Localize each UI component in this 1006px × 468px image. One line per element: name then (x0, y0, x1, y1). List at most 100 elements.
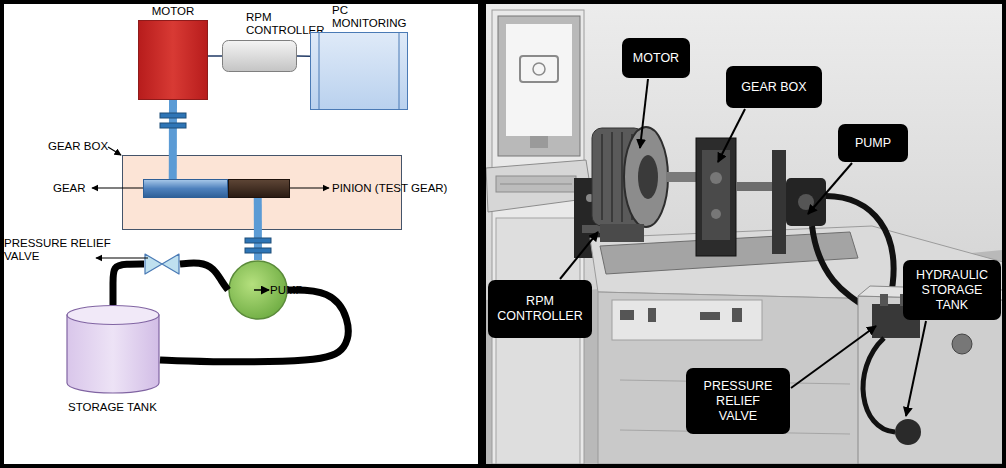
leader-arrow (290, 187, 329, 188)
keyboard (496, 176, 576, 192)
photo-tag: PRESSURE RELIEF VALVE (686, 368, 790, 434)
gearbox-frame (696, 138, 736, 256)
pump-port (798, 194, 814, 210)
bed-plate (600, 232, 858, 274)
leader-arrow (906, 321, 926, 416)
monitor-box-shape (310, 32, 408, 110)
controller-box: RPM CONTROLLER (222, 40, 297, 72)
photo-tag: GEAR BOX (726, 66, 822, 108)
photo-shaft (736, 182, 776, 191)
storage-tank-top (67, 306, 159, 325)
pump-body (786, 178, 826, 226)
cabinet-door (496, 218, 580, 464)
part-label: GEAR BOX (726, 66, 822, 108)
motor-hub (638, 155, 658, 199)
motor-fin (621, 132, 623, 222)
leader-arrow (254, 289, 269, 291)
part-label: GEAR (53, 182, 93, 195)
computer-cabinet (492, 10, 584, 464)
panel-divider (478, 2, 486, 466)
photo-tag-fill (726, 66, 822, 108)
valve-stem (880, 294, 888, 306)
leader-arrow (791, 326, 876, 388)
storage-tank-body (67, 315, 159, 393)
coupling-flange (160, 113, 186, 118)
hose-connector (180, 263, 228, 290)
monitor-box-outline (311, 33, 408, 110)
switch (620, 310, 634, 320)
pinion-bar-shape (228, 179, 290, 198)
shaft-connector (254, 198, 262, 260)
switch (648, 308, 656, 322)
part-label: PUMP (838, 124, 908, 162)
photo-hose (863, 338, 895, 432)
pump-stand (772, 150, 786, 254)
coupling-flange (245, 248, 271, 253)
storage-tank-shape (66, 305, 160, 393)
motor-face (624, 127, 668, 227)
monitor-box: PC MONITORING (310, 32, 408, 110)
keyboard-keys (500, 184, 572, 185)
tank-body (858, 296, 1002, 464)
photo-tag-fill (838, 124, 908, 162)
motor-box: MOTOR (138, 20, 208, 100)
monitor-screen (506, 24, 572, 136)
photo-hose (826, 196, 894, 300)
pinion-bar: PINION (TEST GEAR) (228, 179, 290, 198)
controller-display (582, 225, 618, 233)
gear-bar: GEAR (143, 179, 228, 198)
part-label: RPM CONTROLLER (488, 280, 592, 338)
coupling-flange (245, 238, 271, 243)
part-label: PINION (TEST GEAR) (332, 182, 472, 195)
hose-connector (113, 264, 144, 305)
motor-fin (601, 134, 603, 220)
hose-connector (160, 290, 348, 362)
part-label: MOTOR (622, 38, 690, 78)
gearbox-housing: GEAR BOXGEARPINION (TEST GEAR) (122, 155, 402, 230)
pump-circle: PUMP (228, 260, 288, 320)
gear-bar-shape (143, 179, 228, 198)
monitor-bezel (498, 16, 580, 156)
controller-box-outline (223, 41, 297, 72)
leader-arrow (808, 163, 852, 214)
motor-foot (600, 224, 644, 242)
relief-valve: PRESSURE RELIEF VALVE (144, 253, 180, 275)
controller-box-shape (222, 40, 297, 72)
photo-floor (486, 250, 1002, 464)
wire-connector (208, 55, 222, 57)
photo-tag: RPM CONTROLLER (488, 280, 592, 338)
controller-knob (586, 194, 594, 202)
part-label: MOTOR (136, 5, 210, 18)
relief-valve-outline (145, 254, 179, 274)
wire-connector (297, 55, 310, 57)
photo-shaft (666, 172, 698, 182)
photo-tag: MOTOR (622, 38, 690, 78)
leader-arrow (108, 147, 121, 155)
part-label: PRESSURE RELIEF VALVE (4, 237, 120, 263)
switch (732, 308, 742, 322)
photo-tag: HYDRAULIC STORAGE TANK (903, 260, 1001, 320)
part-label: PC MONITORING (332, 4, 418, 30)
keyboard-tray (486, 160, 592, 212)
photo-tag-fill (903, 260, 1001, 320)
photo-tag-fill (686, 368, 790, 434)
gear-bar-outline (144, 180, 228, 198)
gauge (952, 334, 972, 354)
motor-body (592, 128, 644, 226)
motor-box-outline (139, 21, 208, 100)
photo-tag-fill (622, 38, 690, 78)
coupling-flange (160, 123, 186, 128)
part-label: STORAGE TANK (68, 401, 188, 414)
motor-fin (611, 132, 613, 222)
photo-hose (812, 226, 884, 320)
monitor-rule (319, 33, 320, 110)
screen-icon (520, 56, 558, 82)
leader-arrow (718, 109, 745, 162)
leader-arrow (96, 257, 148, 258)
test-rig-photo (486, 4, 1002, 464)
motor-box-shape (138, 20, 208, 100)
leader-arrow (640, 79, 648, 148)
monitor-rule (399, 33, 400, 110)
monitor-stand (530, 136, 548, 148)
